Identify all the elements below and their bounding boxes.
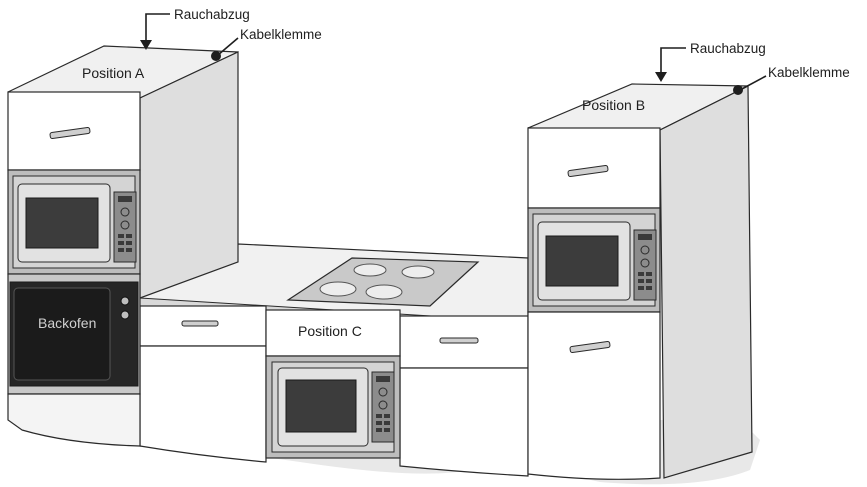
cable-clamp-callout-b [733,75,767,95]
unit-b-upper-handle [567,165,609,177]
position-c-label: Position C [298,323,362,339]
oven-label: Backofen [38,315,96,331]
hob-zone-1 [353,263,387,277]
cable-clamp-callout-a [211,37,239,61]
unit-b-side [659,85,753,479]
clamp-label-b: Kabelklemme [768,65,850,80]
hob-zone-3 [319,281,357,297]
right-drawer-handle [439,337,479,344]
microwave-c-window [285,379,357,433]
cable-clamp-a-dot [211,51,221,61]
hob-zone-4 [365,284,403,300]
left-drawer-handle [181,320,219,327]
oven-knob-1 [120,296,130,306]
center-counter [139,243,529,477]
clamp-label-a: Kabelklemme [240,27,322,42]
position-b-label: Position B [582,97,645,113]
unit-b-lower-door [527,311,661,480]
hob-zone-2 [401,265,435,279]
unit-b-lower-handle [569,341,611,353]
vent-label-b: Rauchabzug [690,41,766,56]
unit-a-upper-door [7,91,141,171]
tall-unit-a [7,45,239,447]
microwave-position-c [265,355,401,459]
vent-callout-a [140,13,170,50]
oven-knob-2 [120,310,130,320]
microwave-b-window [545,235,619,287]
cable-clamp-b-dot [733,85,743,95]
vent-callout-b [655,47,686,82]
microwave-a-window [25,197,99,249]
tall-unit-b [527,83,753,480]
position-a-label: Position A [82,65,145,81]
vent-label-a: Rauchabzug [174,7,250,22]
unit-a-upper-handle [49,127,91,139]
